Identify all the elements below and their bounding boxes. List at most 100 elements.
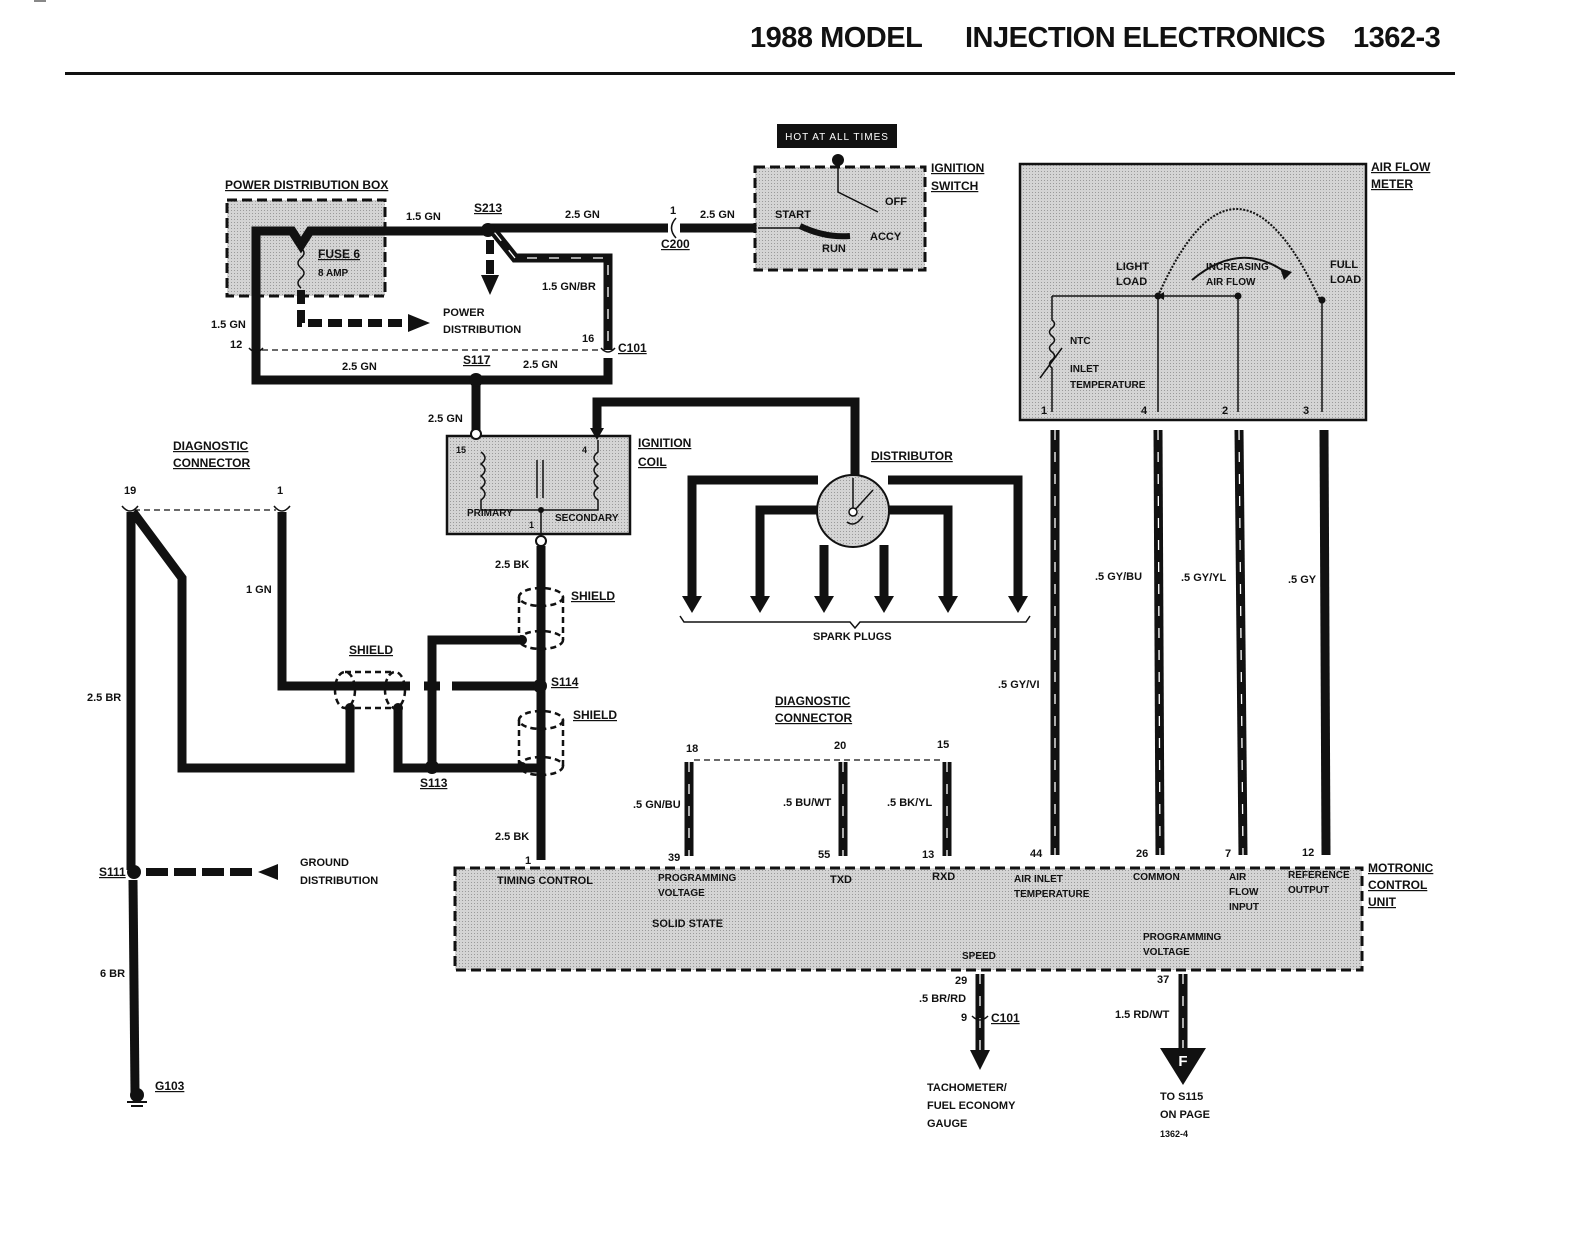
full-load-label: FULL bbox=[1330, 259, 1358, 271]
splice-s117-label: S117 bbox=[463, 353, 491, 367]
wire-label: 1 GN bbox=[246, 584, 272, 596]
motronic-title-1: MOTRONIC bbox=[1368, 861, 1434, 875]
fuse-rating: 8 AMP bbox=[318, 268, 349, 279]
spark-plugs-label: SPARK PLUGS bbox=[813, 631, 892, 643]
header-page-number: 1362-3 bbox=[1353, 22, 1441, 54]
switch-run-label: RUN bbox=[822, 243, 846, 255]
shield-label-lower: SHIELD bbox=[573, 708, 617, 722]
wire-label: 2.5 GN bbox=[428, 413, 463, 425]
svg-text:1: 1 bbox=[525, 855, 531, 867]
pin-diag-18: 18 bbox=[686, 743, 698, 755]
ground-distribution-arrow bbox=[258, 864, 278, 880]
wire-label: 2.5 GN bbox=[700, 209, 735, 221]
ecu-rxd: RXD bbox=[932, 871, 955, 883]
splice-s213 bbox=[481, 223, 495, 237]
distributor: DISTRIBUTOR SPARK PLUGS bbox=[590, 397, 1031, 643]
splice-s113 bbox=[425, 760, 439, 774]
wire-label: 1.5 GN/BR bbox=[542, 281, 596, 293]
header-rule bbox=[65, 72, 1455, 75]
full-load-label-2: LOAD bbox=[1330, 274, 1361, 286]
ecu-air-flow-input-2: FLOW bbox=[1229, 887, 1259, 898]
ecu-programming-voltage: PROGRAMMING bbox=[658, 873, 737, 884]
wire-2-5-gn-bottom bbox=[251, 358, 613, 385]
diag-right-title-1: DIAGNOSTIC bbox=[775, 694, 851, 708]
afm-pin-1: 1 bbox=[1041, 405, 1047, 417]
svg-text:26: 26 bbox=[1136, 848, 1148, 860]
ground-g103-icon bbox=[127, 1088, 147, 1107]
ecu-txd: TXD bbox=[830, 874, 852, 886]
to-s115-label-2: ON PAGE bbox=[1160, 1109, 1210, 1121]
power-distribution-box-title: POWER DISTRIBUTION BOX bbox=[225, 178, 388, 192]
ignition-switch-title-2: SWITCH bbox=[931, 179, 978, 193]
pin-diag-15: 15 bbox=[937, 739, 949, 751]
tachometer-label-2: FUEL ECONOMY bbox=[927, 1100, 1016, 1112]
solid-state-label: SOLID STATE bbox=[652, 918, 723, 930]
air-flow-meter-title-1: AIR FLOW bbox=[1371, 160, 1431, 174]
wire-label: .5 BR/RD bbox=[919, 993, 966, 1005]
to-s115-label-1: TO S115 bbox=[1160, 1091, 1203, 1103]
shield-label-upper: SHIELD bbox=[571, 589, 615, 603]
coil-primary-label: PRIMARY bbox=[467, 508, 513, 519]
corner-mark bbox=[34, 0, 46, 2]
svg-text:44: 44 bbox=[1030, 848, 1043, 860]
wire-2-5-br-branch bbox=[129, 509, 355, 773]
pin-c101-16: 16 bbox=[582, 333, 594, 345]
splice-s113-label: S113 bbox=[420, 776, 448, 790]
svg-text:7: 7 bbox=[1225, 848, 1231, 860]
svg-text:29: 29 bbox=[955, 975, 967, 987]
ignition-coil-title-1: IGNITION bbox=[638, 436, 691, 450]
ignition-switch: HOT AT ALL TIMES START RUN OFF ACCY IGNI… bbox=[753, 124, 984, 272]
splice-s111-label: S111 bbox=[99, 865, 126, 879]
power-distribution-label-1: POWER bbox=[443, 307, 485, 319]
wire-label: 1.5 GN bbox=[211, 319, 246, 331]
ground-g103-label: G103 bbox=[155, 1079, 185, 1093]
diag-left-title-2: CONNECTOR bbox=[173, 456, 250, 470]
svg-text:9: 9 bbox=[961, 1012, 967, 1024]
increasing-air-flow-label-2: AIR FLOW bbox=[1206, 277, 1256, 288]
ecu-programming-voltage-b: PROGRAMMING bbox=[1143, 932, 1222, 943]
inlet-temp-label-2: TEMPERATURE bbox=[1070, 380, 1146, 391]
motronic-title-3: UNIT bbox=[1368, 895, 1397, 909]
tachometer-label-3: GAUGE bbox=[927, 1118, 967, 1130]
air-flow-meter-title-2: METER bbox=[1371, 177, 1413, 191]
wire-label: .5 GY/VI bbox=[998, 679, 1040, 691]
afm-pin-3: 3 bbox=[1303, 405, 1309, 417]
wire-label: .5 BK/YL bbox=[887, 797, 933, 809]
to-s115-label-3: 1362-4 bbox=[1160, 1129, 1188, 1139]
tachometer-arrow bbox=[970, 1050, 990, 1070]
light-load-label: LIGHT bbox=[1116, 261, 1149, 273]
switch-accy-label: ACCY bbox=[870, 231, 902, 243]
connector-f-icon bbox=[1160, 1048, 1206, 1085]
distributor-title: DISTRIBUTOR bbox=[871, 449, 953, 463]
wire-label: 1.5 GN bbox=[406, 211, 441, 223]
wire-label: .5 GN/BU bbox=[633, 799, 681, 811]
svg-text:12: 12 bbox=[1302, 847, 1314, 859]
svg-text:13: 13 bbox=[922, 849, 934, 861]
fuse-name: FUSE 6 bbox=[318, 247, 360, 261]
svg-text:55: 55 bbox=[818, 849, 830, 861]
diag-left-title-1: DIAGNOSTIC bbox=[173, 439, 249, 453]
ecu-programming-voltage-2: VOLTAGE bbox=[658, 888, 705, 899]
wire-label: .5 GY/YL bbox=[1181, 572, 1227, 584]
light-load-label-2: LOAD bbox=[1116, 276, 1147, 288]
wire-label: .5 BU/WT bbox=[783, 797, 832, 809]
header-section: INJECTION ELECTRONICS bbox=[965, 22, 1326, 54]
switch-off-label: OFF bbox=[885, 196, 907, 208]
potentiometer-track bbox=[1157, 208, 1321, 301]
coil-pin-4: 4 bbox=[582, 445, 587, 455]
ignition-switch-title-1: IGNITION bbox=[931, 161, 984, 175]
wire-s113 bbox=[393, 708, 540, 773]
splice-s213-label: S213 bbox=[474, 201, 502, 215]
coil-secondary-label: SECONDARY bbox=[555, 513, 619, 524]
ecu-common: COMMON bbox=[1133, 872, 1180, 883]
switch-start-label: START bbox=[775, 209, 811, 221]
connector-c101-label: C101 bbox=[618, 341, 647, 355]
tachometer-label-1: TACHOMETER/ bbox=[927, 1082, 1007, 1094]
wire-label: 2.5 BK bbox=[495, 559, 529, 571]
power-distribution-arrow-right bbox=[297, 290, 410, 327]
diag-right-title-2: CONNECTOR bbox=[775, 711, 852, 725]
pin-c200-1: 1 bbox=[670, 205, 676, 217]
wire-6-br bbox=[128, 879, 140, 1093]
wire-label: 2.5 GN bbox=[342, 361, 377, 373]
afm-pin-4: 4 bbox=[1141, 405, 1148, 417]
